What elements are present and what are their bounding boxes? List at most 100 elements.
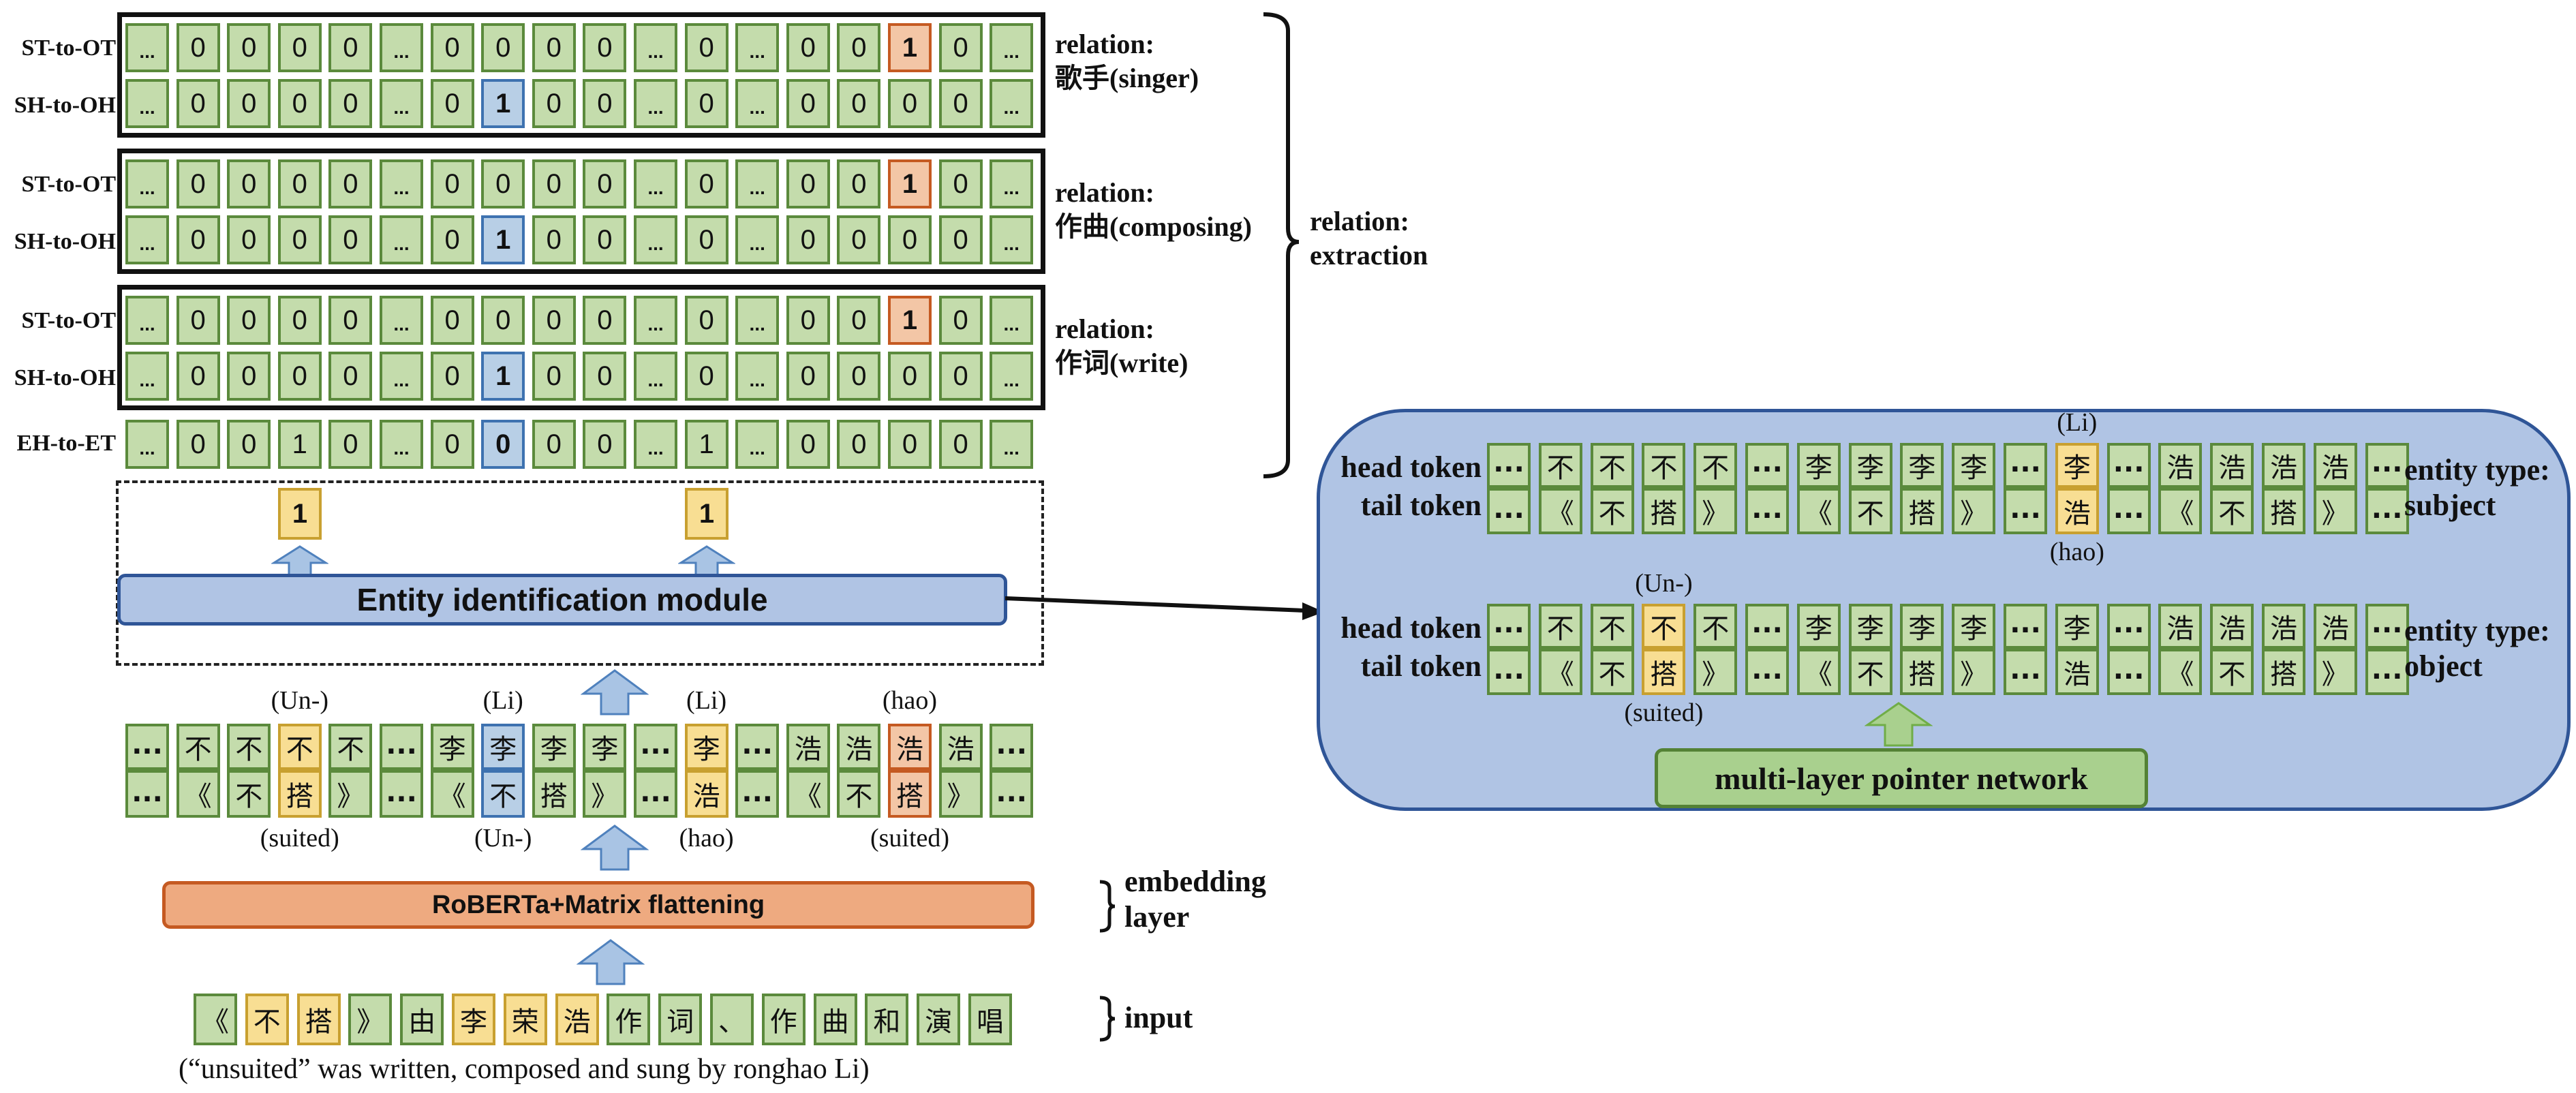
object-head-cell: 李 (1848, 604, 1892, 649)
eh-to-et-cell: ... (990, 420, 1034, 469)
object-tail-cell: 不 (1590, 649, 1634, 695)
st-to-ot-cell: ... (735, 23, 780, 72)
sh-to-oh-cell: 1 (481, 215, 525, 264)
sh-to-oh-cell: 0 (837, 215, 881, 264)
sh-to-oh-cell: 0 (227, 215, 271, 264)
st-to-ot-cell: 0 (583, 296, 627, 345)
st-to-ot-cell: 0 (227, 23, 271, 72)
subject-head-cell: ... (2365, 443, 2409, 488)
token-tail-cell: 浩 (684, 770, 729, 818)
eh-to-et-cell: 0 (532, 420, 576, 469)
sh-to-oh-cell: 0 (176, 215, 220, 264)
subject-head-cell: ... (2106, 443, 2151, 488)
eh-to-et-cell: ... (380, 420, 423, 469)
subject-head-cell: 李 (2055, 443, 2099, 488)
token-tail-cell: 不 (481, 770, 525, 818)
subject-tail-cell: 搭 (1642, 488, 1686, 534)
object-tail-cell: ... (1745, 649, 1789, 695)
token-head-cell: 不 (277, 724, 322, 770)
sh-to-oh-cell: 0 (938, 79, 983, 128)
token-annotation-top: (Li) (482, 686, 523, 715)
subject-tail-cell: 搭 (1900, 488, 1944, 534)
relation-label-singer: relation: 歌手(singer) (1055, 27, 1199, 95)
sh-to-oh-cell: ... (634, 352, 677, 401)
subject-head-token-label: head token (1340, 450, 1482, 484)
row-label-eh-to-et: EH-to-ET (16, 431, 116, 456)
embedding-layer-label: embedding layer (1124, 864, 1266, 935)
sh-to-oh-cell: 0 (583, 215, 627, 264)
relation-extraction-brace (1263, 12, 1300, 478)
row-label-st-to-ot: ST-to-OT (21, 308, 116, 333)
subject-tail-cell: 》 (1693, 488, 1738, 534)
input-token-cell: 词 (658, 994, 703, 1045)
sh-to-oh-cell: ... (380, 352, 423, 401)
object-head-cell: ... (2106, 604, 2151, 649)
st-to-ot-cell: 1 (888, 296, 932, 345)
st-to-ot-cell: 0 (481, 23, 525, 72)
sh-to-oh-cell: 0 (176, 79, 220, 128)
st-to-ot-cell: 0 (277, 296, 322, 345)
st-to-ot-cell: 0 (786, 159, 830, 209)
st-to-ot-cell: 0 (176, 23, 220, 72)
st-to-ot-cell: 0 (532, 296, 576, 345)
sh-to-oh-cell: 0 (583, 79, 627, 128)
st-to-ot-cell: 0 (938, 296, 983, 345)
st-to-ot-cell: 0 (277, 159, 322, 209)
sh-to-oh-cell: ... (125, 79, 169, 128)
entity-type-title: entity type: (2404, 453, 2550, 487)
object-tail-cell: 浩 (2055, 649, 2099, 695)
st-to-ot-cell: 0 (430, 296, 474, 345)
token-head-cell: 浩 (837, 724, 881, 770)
sh-to-oh-cell: 0 (786, 352, 830, 401)
st-to-ot-cell: 0 (786, 296, 830, 345)
st-to-ot-cell: ... (634, 159, 677, 209)
relation-title: relation: (1055, 313, 1154, 344)
st-to-ot-cell: 0 (837, 159, 881, 209)
object-tail-cell: 《 (2158, 649, 2203, 695)
input-token-cell: 唱 (968, 994, 1012, 1045)
eh-to-et-cell: 0 (227, 420, 271, 469)
st-to-ot-cell: 0 (328, 296, 373, 345)
subject-head-cell: 浩 (2313, 443, 2357, 488)
token-annotation-bottom: (suited) (260, 824, 339, 852)
object-tail-cell: 》 (1693, 649, 1738, 695)
st-to-ot-cell: ... (380, 296, 423, 345)
sh-to-oh-cell: 0 (786, 79, 830, 128)
object-tail-cell: 》 (1952, 649, 1996, 695)
subject-tail-cell: ... (2365, 488, 2409, 534)
st-to-ot-cell: 0 (277, 23, 322, 72)
token-tail-cell: 《 (430, 770, 474, 818)
subject-head-cell: ... (1487, 443, 1531, 488)
embedding-label-line1: embedding (1124, 865, 1266, 898)
subject-tail-cell: ... (1487, 488, 1531, 534)
sh-to-oh-cell: 0 (888, 215, 932, 264)
token-tail-cell: ... (735, 770, 780, 818)
subject-tail-cell: 不 (1848, 488, 1892, 534)
token-head-cell: 不 (176, 724, 220, 770)
relation-title: relation: (1055, 177, 1154, 208)
eh-to-et-cell: 0 (888, 420, 932, 469)
row-label-sh-to-oh: SH-to-OH (14, 229, 116, 254)
up-arrow-icon (577, 939, 645, 985)
sh-to-oh-cell: 0 (227, 79, 271, 128)
sh-to-oh-cell: ... (735, 79, 780, 128)
input-token-cell: 浩 (555, 994, 599, 1045)
object-tail-cell: ... (1487, 649, 1531, 695)
object-annotation-top: (Un-) (1635, 569, 1693, 598)
sh-to-oh-cell: ... (990, 352, 1034, 401)
sh-to-oh-cell: ... (634, 215, 677, 264)
token-tail-cell: 搭 (888, 770, 932, 818)
sh-to-oh-cell: 0 (430, 215, 474, 264)
eh-to-et-cell: 0 (837, 420, 881, 469)
sh-to-oh-cell: 1 (481, 352, 525, 401)
up-arrow-icon (271, 545, 328, 576)
row-label-sh-to-oh: SH-to-OH (14, 365, 116, 390)
sh-to-oh-cell: ... (125, 352, 169, 401)
object-tail-cell: ... (2004, 649, 2047, 695)
token-annotation-top: (Un-) (271, 686, 328, 715)
input-token-cell: 作 (607, 994, 651, 1045)
eh-to-et-cell: 0 (481, 420, 525, 469)
token-tail-cell: ... (634, 770, 677, 818)
subject-tail-cell: 《 (1538, 488, 1582, 534)
subject-tail-token-label: tail token (1360, 489, 1482, 522)
